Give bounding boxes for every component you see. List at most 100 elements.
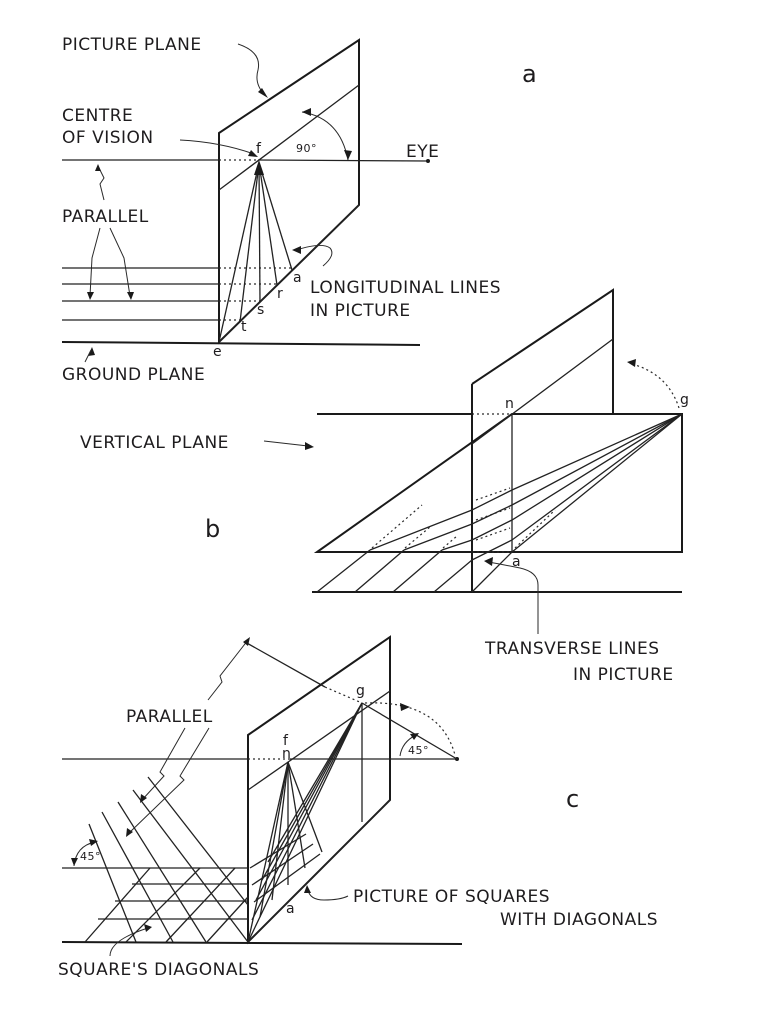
ground-diagonal-3: [392, 549, 443, 593]
diagonal-ray-hidden: [324, 686, 363, 704]
leader-parallel-up: [97, 165, 105, 201]
picture-transverse-1: [253, 853, 321, 903]
point-f-a: f: [256, 141, 262, 157]
hidden-in-plane-2: [475, 507, 511, 521]
arrowhead: [304, 885, 311, 893]
arrowhead: [87, 292, 94, 300]
grid-diagonal-ur-4: [206, 896, 249, 943]
label-parallel-a: PARALLEL: [62, 207, 149, 227]
picture-transverse-2: [251, 843, 314, 886]
arrowhead: [88, 347, 95, 356]
label-picture-squares-2: WITH DIAGONALS: [500, 910, 658, 930]
panel-b: b n g a VER: [80, 288, 689, 685]
panel-label-b: b: [205, 515, 221, 543]
picture-plane-b: [471, 288, 614, 592]
arrowhead: [126, 828, 133, 837]
leader-longitudinal: [295, 244, 333, 267]
point-n-b: n: [505, 396, 514, 412]
hidden-diagonal-2: [404, 526, 431, 549]
label-ground-plane: GROUND PLANE: [62, 365, 205, 385]
arrowhead: [292, 246, 301, 254]
ray-g-3: [255, 702, 363, 901]
diagonal-ray-right: [361, 702, 458, 760]
point-a-b: a: [512, 554, 521, 570]
angle-label-45-left: 45°: [80, 850, 101, 863]
label-longitudinal-1: LONGITUDINAL LINES: [310, 278, 501, 298]
point-g-c: g: [356, 683, 365, 699]
ray-n-3: [271, 761, 289, 901]
eye-point: [426, 159, 430, 163]
point-g-b: g: [680, 392, 689, 408]
label-picture-plane: PICTURE PLANE: [62, 35, 202, 55]
transverse-line-4: [471, 413, 683, 561]
arrowhead: [95, 164, 101, 171]
leader-transverse: [487, 561, 539, 634]
point-a-c: a: [286, 901, 295, 917]
vertical-plane: [313, 413, 683, 553]
base-diagonal-a: [218, 204, 360, 343]
label-picture-squares-1: PICTURE OF SQUARES: [353, 887, 550, 907]
arrowhead: [71, 858, 78, 866]
vanishing-point-f: [254, 160, 264, 175]
leader-parallel-c-up: [207, 639, 249, 701]
point-r: r: [277, 286, 283, 302]
arrowhead: [140, 794, 147, 803]
label-centre-2: OF VISION: [62, 128, 154, 148]
arrowhead: [400, 703, 410, 711]
label-vertical-plane: VERTICAL PLANE: [80, 433, 229, 453]
arrowhead: [344, 150, 352, 160]
longitudinal-line-t: [239, 162, 260, 323]
hidden-in-plane-1: [475, 487, 511, 501]
label-squares-diagonals: SQUARE'S DIAGONALS: [58, 960, 259, 980]
grid-diagonal-ur-2: [125, 867, 201, 943]
label-centre-1: CENTRE: [62, 106, 133, 126]
leader-parallel-2: [109, 227, 131, 297]
label-transverse-2: IN PICTURE: [573, 665, 674, 685]
point-n-c: n: [282, 746, 291, 762]
hidden-diagonal-1: [371, 504, 423, 549]
label-longitudinal-2: IN PICTURE: [310, 301, 411, 321]
leader-centre-of-vision: [179, 139, 255, 155]
longitudinal-line-a: [258, 162, 293, 271]
arrowhead: [627, 359, 636, 367]
grid-diagonal-dr-4: [132, 789, 249, 943]
leader-parallel-1: [89, 227, 101, 297]
point-t: t: [241, 319, 247, 335]
grid-diagonal-ur-1: [84, 867, 151, 943]
ray-n-6: [287, 761, 323, 853]
leader-squares-diagonals: [109, 927, 149, 957]
panel-label-a: a: [522, 60, 537, 88]
base-diagonal-c: [247, 799, 391, 943]
panel-c: c 45° f n g: [58, 635, 658, 980]
ray-n-1: [247, 761, 289, 943]
angle-label-90: 90°: [296, 142, 317, 155]
label-parallel-c: PARALLEL: [126, 707, 213, 727]
ground-diagonal-1: [316, 549, 371, 593]
arrowhead: [248, 150, 258, 157]
transverse-line-3: [441, 413, 683, 551]
point-e: e: [213, 344, 222, 360]
arrowhead: [144, 924, 152, 932]
grid-diagonal-dr-1: [88, 823, 137, 943]
grid-diagonal-dr-3: [117, 801, 207, 943]
diagonal-ray: [244, 641, 326, 688]
arrowhead: [410, 733, 419, 740]
leader-vertical-plane: [263, 440, 309, 447]
arrowhead: [127, 292, 134, 300]
longitudinal-line-e: [218, 162, 260, 343]
point-f-c: f: [283, 733, 289, 749]
ground-diagonal-4: [433, 559, 473, 593]
rotation-arc-b: [631, 363, 680, 409]
ground-diagonal-2: [354, 549, 405, 593]
picture-transverse-3: [249, 833, 307, 869]
transverse-line-5: [511, 413, 683, 553]
longitudinal-line-s: [258, 162, 261, 303]
horizon-line-in-plane-a: [218, 84, 360, 191]
hidden-diagonal-3: [442, 535, 458, 549]
point-a-a: a: [293, 270, 302, 286]
horizon-line-in-plane-c: [247, 690, 391, 791]
ground-plane-line-c: [61, 941, 463, 945]
point-s: s: [257, 302, 265, 318]
hidden-diagonal-4: [514, 509, 556, 549]
